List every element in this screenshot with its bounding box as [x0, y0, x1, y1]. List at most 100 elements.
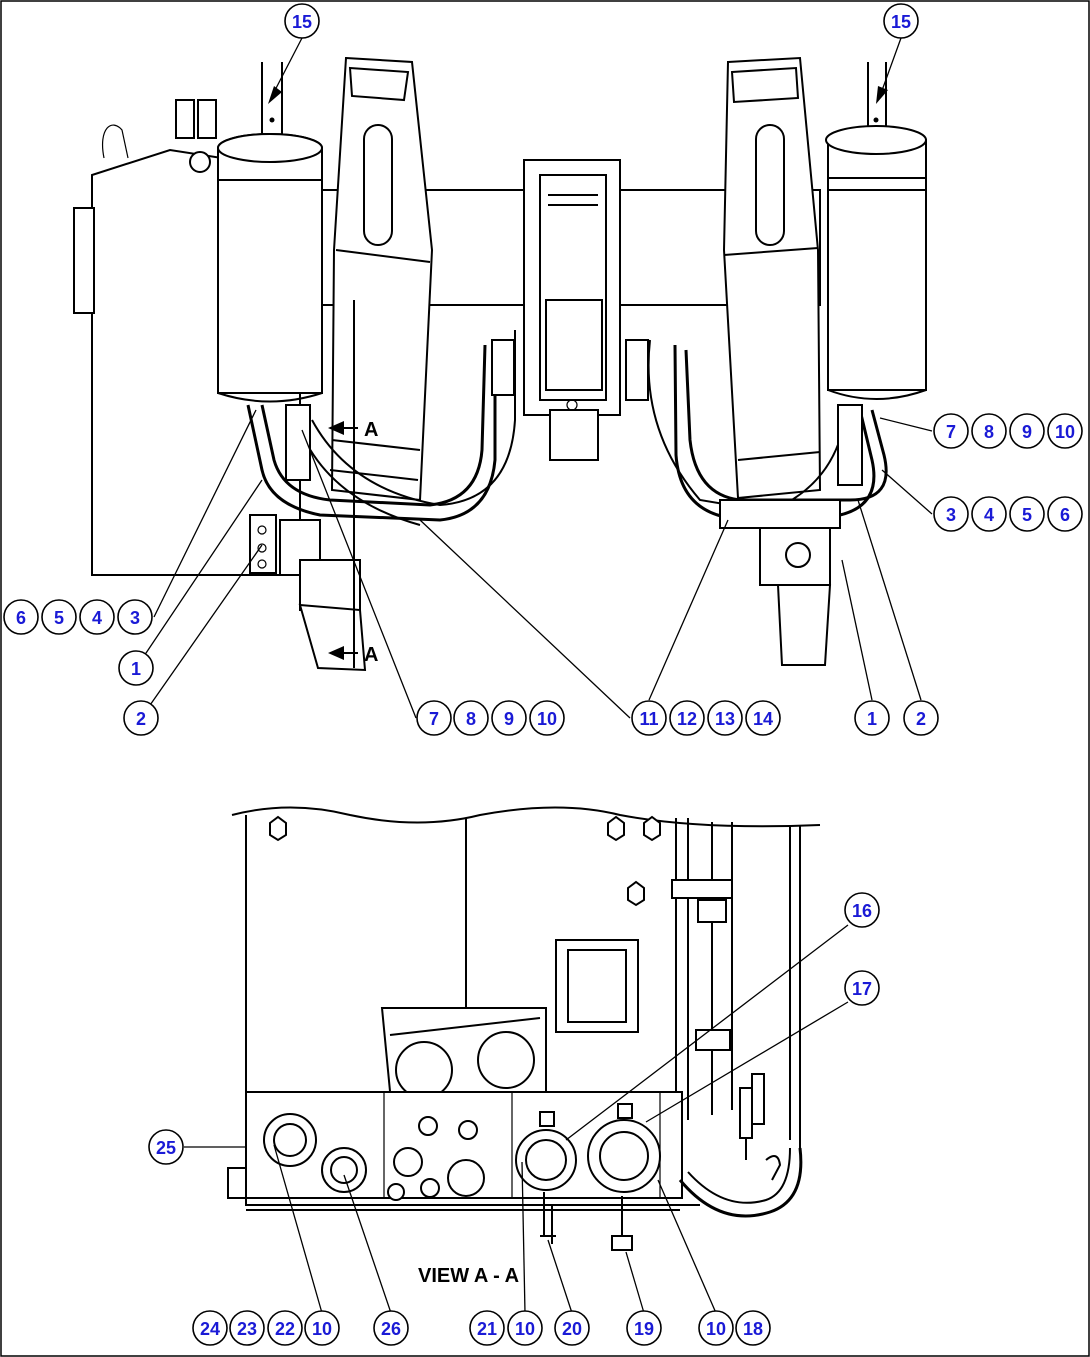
callout-balloon — [1047, 413, 1083, 449]
callout-number: 19 — [634, 1319, 654, 1339]
right-filter-canister — [827, 139, 927, 391]
callout-26: 26 — [373, 1310, 409, 1346]
callout-balloon — [192, 1310, 228, 1346]
callout-25: 25 — [148, 1129, 184, 1165]
panel-outline — [245, 815, 700, 1206]
callout-number: 3 — [946, 505, 956, 525]
callout-number: 9 — [504, 709, 514, 729]
callout-balloon — [669, 700, 705, 736]
callout-number: 7 — [429, 709, 439, 729]
callout-balloon — [1047, 496, 1083, 532]
callout-number: 15 — [292, 12, 312, 32]
callout-balloon — [3, 599, 39, 635]
callout-number: 6 — [1060, 505, 1070, 525]
callout-10: 10 — [529, 700, 565, 736]
callout-balloon — [453, 700, 489, 736]
callout-17: 17 — [844, 970, 880, 1006]
hex-bolt-2 — [607, 815, 625, 842]
callout-number: 13 — [715, 709, 735, 729]
callout-balloon — [745, 700, 781, 736]
section-arrow-bottom — [328, 646, 344, 660]
callout-number: 3 — [130, 608, 140, 628]
callout-22: 22 — [267, 1310, 303, 1346]
callout-11: 11 — [631, 700, 667, 736]
callout-number: 16 — [852, 901, 872, 921]
callout-20: 20 — [554, 1310, 590, 1346]
callout-3: 3 — [933, 496, 969, 532]
callout-7: 7 — [933, 413, 969, 449]
callout-number: 25 — [156, 1138, 176, 1158]
callout-number: 4 — [92, 608, 102, 628]
left-tank-sight-glass — [73, 207, 95, 314]
callout-balloon — [118, 650, 154, 686]
callout-9: 9 — [1009, 413, 1045, 449]
callout-balloon — [284, 3, 320, 39]
top-view-assembly: A A — [73, 56, 927, 672]
callout-number: 12 — [677, 709, 697, 729]
callout-number: 24 — [200, 1319, 220, 1339]
callout-number: 2 — [916, 709, 926, 729]
callout-balloon — [79, 599, 115, 635]
callout-number: 8 — [984, 422, 994, 442]
callout-number: 10 — [537, 709, 557, 729]
callout-15: 15 — [883, 3, 919, 39]
callout-10: 10 — [698, 1310, 734, 1346]
callout-balloon — [631, 700, 667, 736]
callout-10: 10 — [304, 1310, 340, 1346]
callout-number: 5 — [54, 608, 64, 628]
callout-7: 7 — [416, 700, 452, 736]
callout-balloon — [529, 700, 565, 736]
fitting-20 — [540, 1192, 556, 1244]
callout-6: 6 — [1047, 496, 1083, 532]
left-tank-bolt — [189, 151, 211, 173]
callout-13: 13 — [707, 700, 743, 736]
callout-number: 21 — [477, 1319, 497, 1339]
callout-10: 10 — [507, 1310, 543, 1346]
callout-balloon — [844, 892, 880, 928]
callout-number: 2 — [136, 709, 146, 729]
callout-number: 11 — [639, 709, 658, 729]
callout-number: 8 — [466, 709, 476, 729]
callout-19: 19 — [626, 1310, 662, 1346]
left-tank-cap-2 — [197, 99, 217, 139]
callout-balloon — [123, 700, 159, 736]
callout-24: 24 — [192, 1310, 228, 1346]
gauge-right — [477, 1031, 535, 1089]
callout-6: 6 — [3, 599, 39, 635]
callout-balloon — [416, 700, 452, 736]
break-line — [231, 806, 821, 828]
callout-balloon — [491, 700, 527, 736]
callout-8: 8 — [453, 700, 489, 736]
view-a-a-label: VIEW A - A — [418, 1265, 519, 1287]
callout-balloon — [971, 496, 1007, 532]
callout-number: 14 — [753, 709, 773, 729]
callout-16: 16 — [844, 892, 880, 928]
left-tank-handle — [102, 124, 129, 159]
callout-14: 14 — [745, 700, 781, 736]
right-fitting-block — [837, 404, 863, 486]
callout-balloon — [854, 700, 890, 736]
callout-12: 12 — [669, 700, 705, 736]
left-pump-tower — [330, 56, 434, 502]
callout-number: 1 — [867, 709, 877, 729]
callout-number: 10 — [515, 1319, 535, 1339]
left-filter-canister — [217, 147, 323, 394]
callout-number: 9 — [1022, 422, 1032, 442]
callout-balloon — [117, 599, 153, 635]
callout-balloon — [844, 970, 880, 1006]
callout-balloon — [229, 1310, 265, 1346]
callout-number: 10 — [312, 1319, 332, 1339]
callout-4: 4 — [971, 496, 1007, 532]
right-filter-top — [825, 125, 927, 155]
callout-number: 15 — [891, 12, 911, 32]
callout-balloon — [148, 1129, 184, 1165]
callout-balloon — [507, 1310, 543, 1346]
callout-balloon — [707, 700, 743, 736]
view-hose — [678, 1147, 803, 1218]
callout-3: 3 — [117, 599, 153, 635]
callout-balloon — [626, 1310, 662, 1346]
section-arrow-top — [328, 421, 344, 435]
right-pump-tower — [722, 56, 822, 500]
callout-number: 5 — [1022, 505, 1032, 525]
